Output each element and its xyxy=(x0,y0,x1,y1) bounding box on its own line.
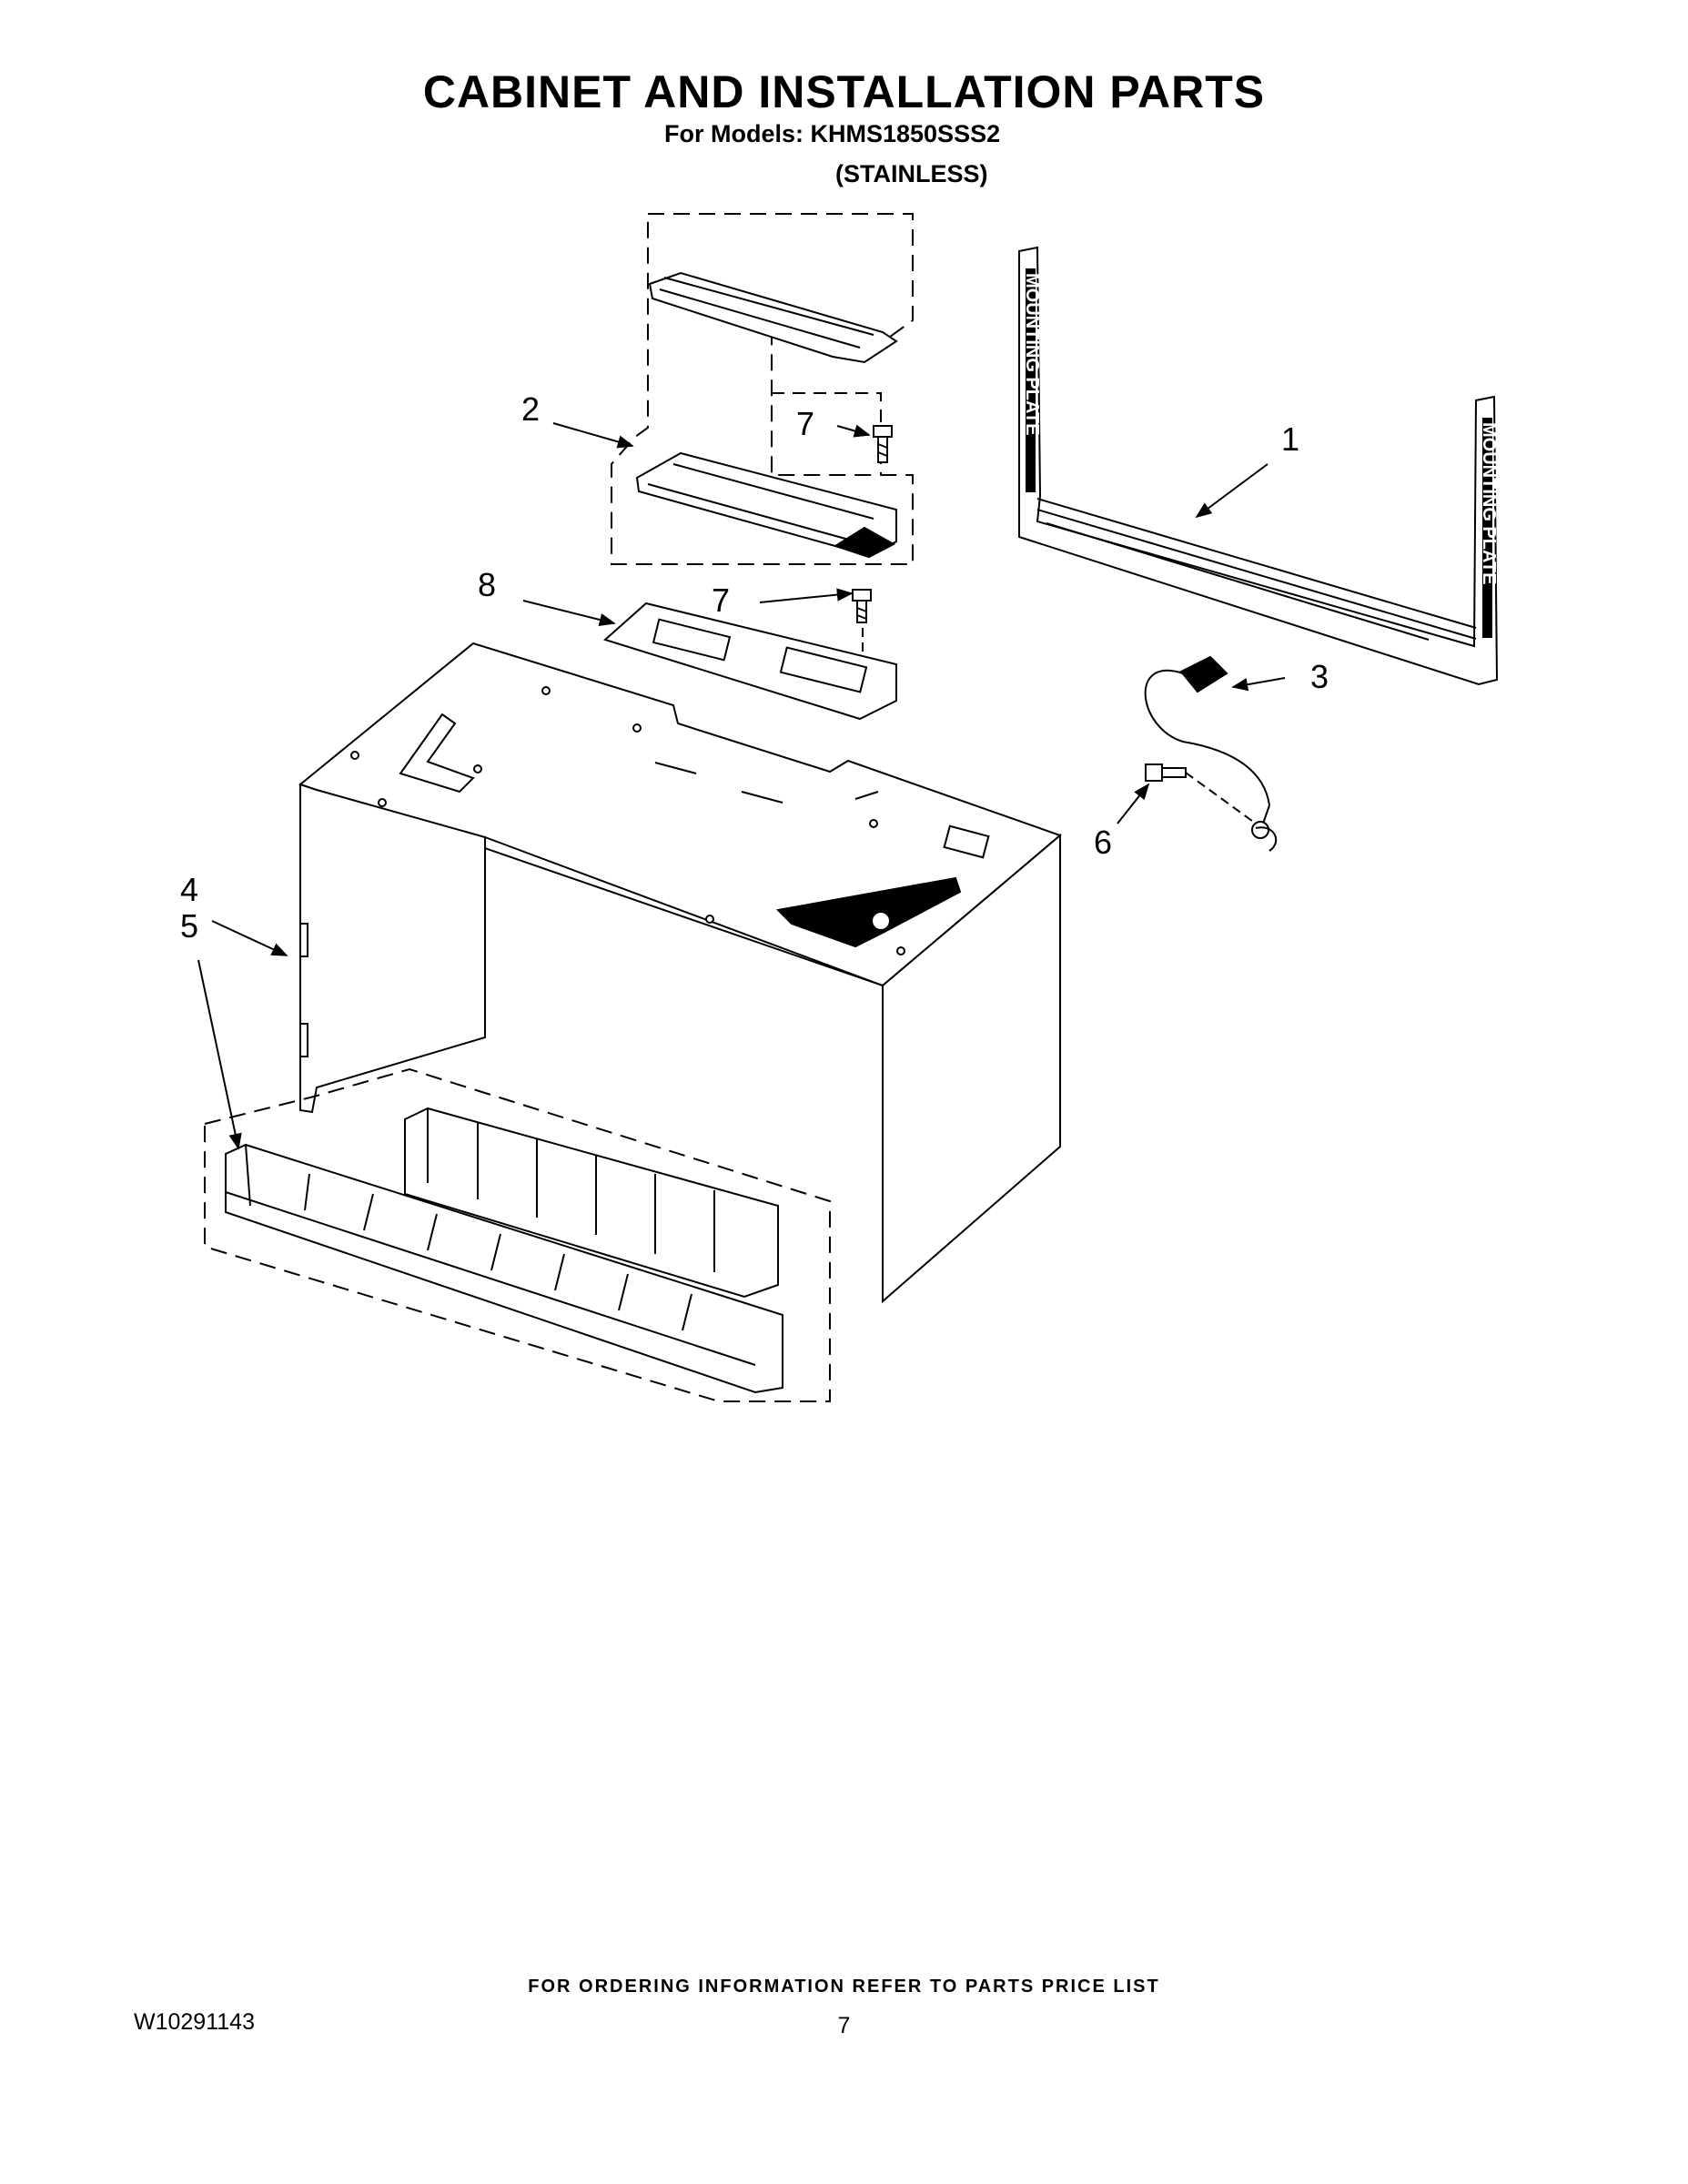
page-number: 7 xyxy=(837,2013,851,2038)
vent-assembly-part xyxy=(611,213,914,565)
callout-arrows xyxy=(197,422,1286,1150)
top-slot-left xyxy=(399,713,475,794)
callout-4: 4 xyxy=(180,871,198,908)
page-title: CABINET AND INSTALLATION PARTS xyxy=(422,66,1266,117)
callout-5: 5 xyxy=(180,907,198,945)
callout-2: 2 xyxy=(521,390,540,428)
vent-damper-plate xyxy=(648,271,898,364)
callout-1: 1 xyxy=(1281,420,1299,458)
dashed-group-outline-2 xyxy=(611,213,914,565)
finish-line: (STAINLESS) xyxy=(835,160,988,187)
cabinet-body xyxy=(298,642,1062,1304)
grille-assembly-part xyxy=(204,1067,831,1402)
screw-icon xyxy=(873,425,893,463)
wire-harness-part xyxy=(1144,655,1278,852)
cabinet-right-side xyxy=(882,833,1061,1304)
top-plate-part xyxy=(603,602,897,721)
mounting-plate-label-right: MOUNTING PLATE xyxy=(1479,422,1499,585)
mounting-plate-label-left: MOUNTING PLATE xyxy=(1022,273,1042,436)
callout-7-lower: 7 xyxy=(712,581,730,619)
top-slot-right xyxy=(775,876,962,948)
mounting-plate-part: MOUNTING PLATE MOUNTING PLATE xyxy=(1018,246,1499,686)
document-number: W10291143 xyxy=(134,2009,255,2035)
callout-8: 8 xyxy=(478,566,496,603)
ordering-info-note: FOR ORDERING INFORMATION REFER TO PARTS … xyxy=(528,1977,1160,1997)
cabinet-left-inner-wall xyxy=(299,783,486,1114)
callout-3: 3 xyxy=(1310,658,1329,695)
ground-screw-icon xyxy=(1145,763,1257,824)
models-line: For Models: KHMS1850SSS2 xyxy=(664,120,1001,147)
callout-6: 6 xyxy=(1094,824,1112,861)
callout-7-upper: 7 xyxy=(796,405,814,442)
dashed-group-outline-45 xyxy=(204,1067,831,1402)
